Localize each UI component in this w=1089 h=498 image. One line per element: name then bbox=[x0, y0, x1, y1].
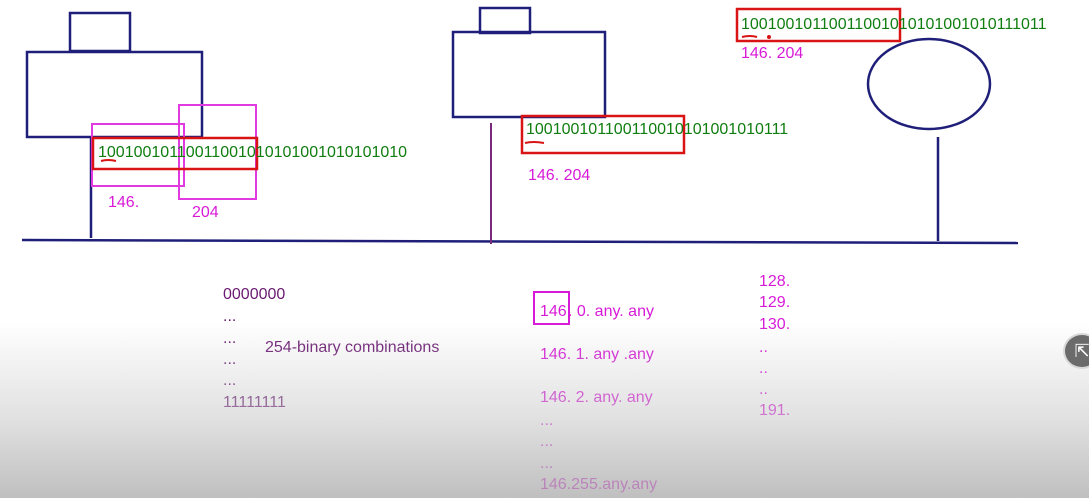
pip-exit-button[interactable]: ⇱ bbox=[1063, 333, 1089, 369]
octet-range-value-1: 128. bbox=[759, 273, 791, 290]
pip-exit-icon: ⇱ bbox=[1074, 340, 1089, 361]
left-binary-highlight-red bbox=[91, 136, 259, 171]
host-left-monitor-top bbox=[68, 11, 132, 53]
network-list-dots-3: ... bbox=[540, 455, 554, 472]
host-right-label: 146. 204 bbox=[741, 45, 804, 62]
host-left-network-label: 146. bbox=[108, 194, 140, 211]
octet-range-dots-2: .. bbox=[759, 360, 768, 377]
octet-range-last: 191. bbox=[759, 402, 791, 419]
network-list-first-suffix: . 0. any. any bbox=[568, 303, 654, 320]
binary-range-end: 11111111 bbox=[223, 394, 286, 411]
host-right-device bbox=[866, 37, 992, 241]
host-left-host-label: 204 bbox=[192, 204, 219, 221]
host-middle-monitor-top bbox=[478, 6, 532, 35]
binary-range-dots-1: ... bbox=[223, 308, 237, 325]
host-middle-binary: 100100101100110010101001010111 bbox=[526, 121, 789, 138]
binary-range-note: 254-binary combinations bbox=[265, 339, 440, 356]
octet-range-dots-3: .. bbox=[759, 381, 768, 398]
right-dot-mark bbox=[767, 35, 771, 39]
network-list-item-1: 146. 1. any .any bbox=[540, 346, 654, 363]
octet-range-dots-1: .. bbox=[759, 339, 768, 356]
middle-binary-highlight-red bbox=[520, 114, 686, 155]
octet-range-value-3: 130. bbox=[759, 316, 791, 333]
right-underline-mark bbox=[741, 35, 758, 38]
network-list-item-2: 146. 2. any. any bbox=[540, 389, 653, 406]
network-bus bbox=[21, 238, 1019, 245]
network-list-dots-1: ... bbox=[540, 412, 554, 429]
host-left-binary: 10010010110011001010101001010101010 bbox=[98, 144, 408, 161]
octet-range-value-2: 129. bbox=[759, 294, 791, 311]
binary-range-dots-2: ... bbox=[223, 330, 237, 347]
host-middle-label: 146. 204 bbox=[528, 167, 591, 184]
network-list-dots-2: ... bbox=[540, 433, 554, 450]
binary-range-dots-3: ... bbox=[223, 351, 237, 368]
network-list-first-prefix: 146 bbox=[540, 303, 567, 320]
network-list-last: 146.255.any.any bbox=[540, 476, 658, 493]
binary-range-dots-4: ... bbox=[223, 372, 237, 389]
host-middle-body bbox=[451, 30, 607, 119]
host-right-circle bbox=[866, 37, 992, 131]
binary-range-start: 0000000 bbox=[223, 286, 286, 303]
right-binary-highlight-red bbox=[735, 7, 902, 43]
host-right-binary: 10010010110011001010101001010111011 bbox=[741, 16, 1047, 33]
middle-underline-mark bbox=[524, 141, 545, 144]
left-underline-mark bbox=[100, 159, 117, 162]
